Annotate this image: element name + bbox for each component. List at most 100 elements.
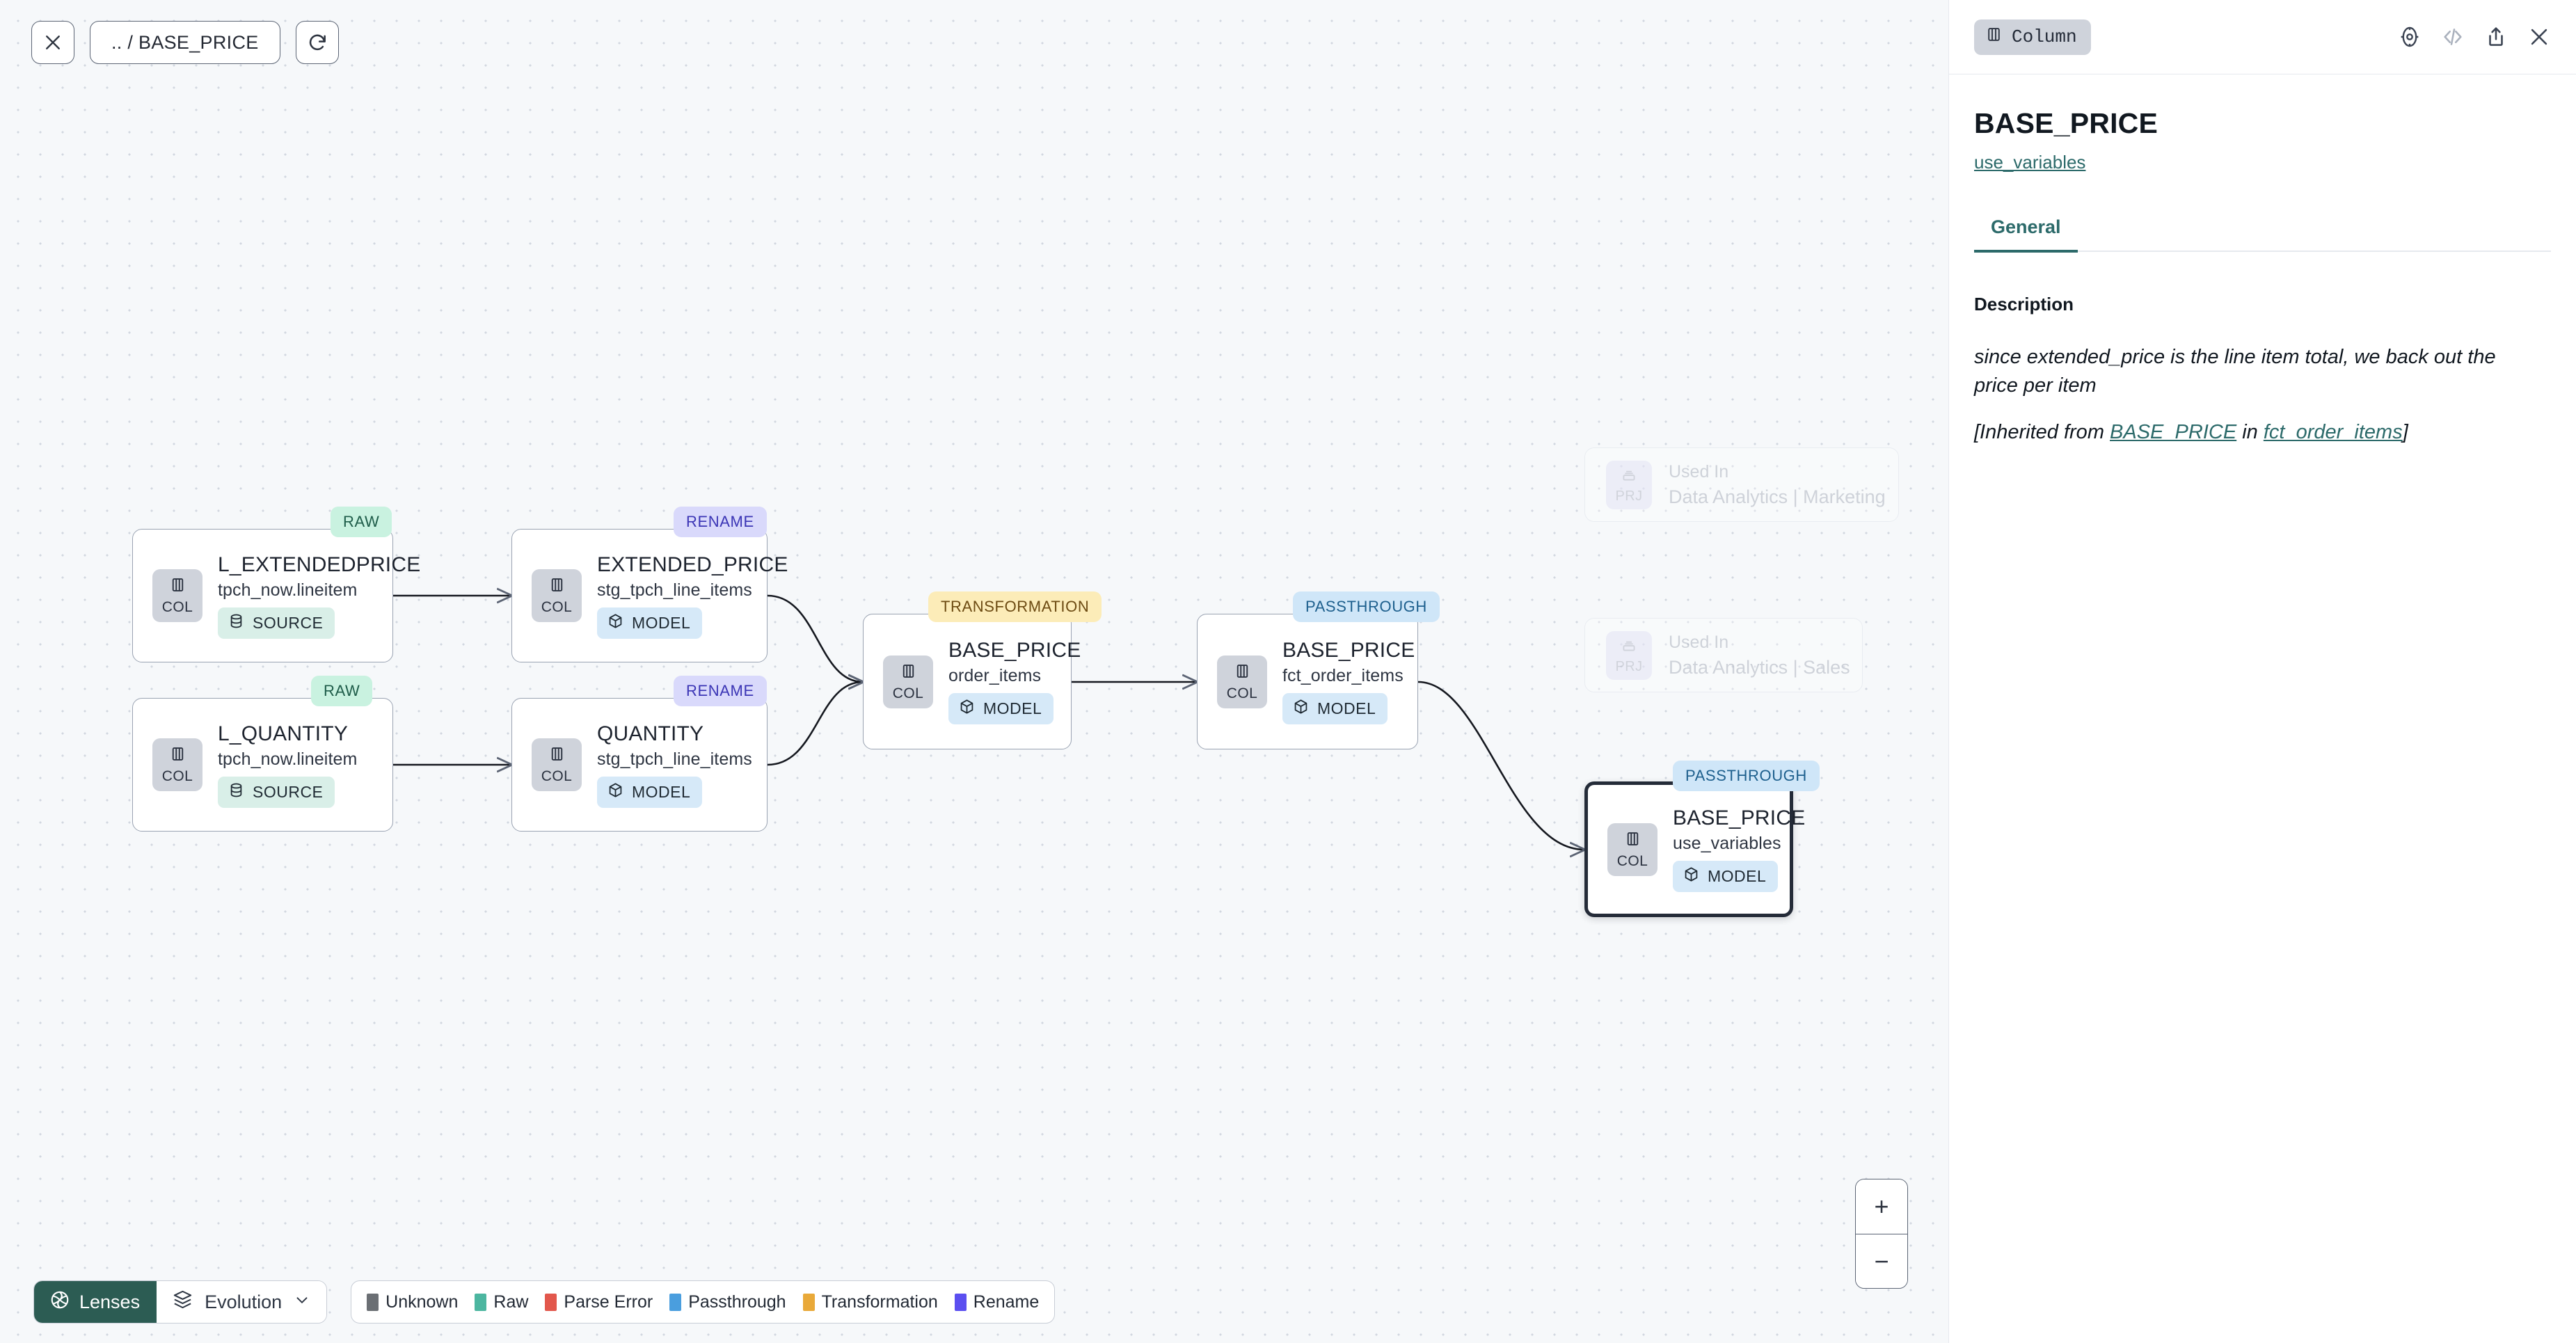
legend-swatch — [367, 1293, 379, 1311]
lens-badge-fct_order_items: PASSTHROUGH — [1293, 591, 1440, 622]
columns-icon — [1623, 829, 1642, 852]
project-chip-label: PRJ — [1615, 488, 1643, 504]
used-in-label: Used In — [1669, 461, 1729, 482]
lens-legend: Unknown Raw Parse Error Passthrough Transfor… — [351, 1280, 1056, 1324]
legend-item-transformation[interactable]: Transformation — [802, 1292, 938, 1312]
layers-icon — [172, 1289, 193, 1315]
node-kind-badge: SOURCE — [218, 607, 335, 639]
column-chip: COL — [883, 655, 933, 708]
share-icon[interactable] — [2484, 25, 2508, 49]
explore-icon[interactable] — [2398, 25, 2422, 49]
node-name: BASE_PRICE — [1282, 639, 1415, 662]
panel-tabs: General — [1974, 216, 2551, 253]
column-chip-label: COL — [1226, 685, 1258, 701]
database-icon — [228, 612, 245, 634]
node-kind-badge: MODEL — [1282, 693, 1388, 724]
legend-item-unknown[interactable]: Unknown — [367, 1292, 458, 1312]
node-kind-label: SOURCE — [253, 613, 324, 632]
zoom-controls: + − — [1855, 1179, 1908, 1289]
columns-icon — [1233, 662, 1252, 684]
node-kind-label: SOURCE — [253, 782, 324, 801]
canvas-toolbar: .. / BASE_PRICE — [31, 21, 339, 64]
node-source: stg_tpch_line_items — [597, 580, 752, 600]
refresh-button[interactable] — [295, 21, 339, 64]
node-source: tpch_now.lineitem — [218, 580, 358, 600]
cube-icon — [1292, 698, 1310, 720]
node-kind-badge: MODEL — [597, 607, 703, 639]
columns-icon — [899, 662, 918, 684]
column-chip-label: COL — [541, 599, 573, 615]
close-panel-icon[interactable] — [2527, 25, 2551, 49]
node-source: order_items — [948, 666, 1042, 685]
columns-icon — [168, 575, 187, 598]
cube-icon — [1683, 866, 1700, 887]
legend-item-raw[interactable]: Raw — [475, 1292, 528, 1312]
legend-label: Passthrough — [688, 1292, 786, 1312]
details-panel: Column BASE_PRICE use_variables Gener — [1948, 0, 2576, 1343]
project-chip: PRJ — [1606, 460, 1652, 509]
node-kind-label: MODEL — [983, 699, 1042, 717]
project-chip-label: PRJ — [1615, 658, 1643, 674]
column-chip: COL — [152, 569, 202, 622]
close-icon — [42, 32, 63, 53]
column-chip: COL — [1217, 655, 1267, 708]
tab-general[interactable]: General — [1974, 216, 2078, 253]
node-name: L_EXTENDEDPRICE — [218, 553, 421, 576]
evolution-label: Evolution — [205, 1291, 283, 1312]
used-in-value: Data Analytics | Marketing — [1669, 486, 1886, 507]
legend-item-passthrough[interactable]: Passthrough — [669, 1292, 786, 1312]
column-chip-label: COL — [541, 768, 573, 784]
evolution-dropdown[interactable]: Evolution — [157, 1281, 327, 1323]
node-kind-badge: MODEL — [948, 693, 1054, 724]
chevron-down-icon — [293, 1291, 311, 1314]
legend-label: Parse Error — [564, 1292, 653, 1312]
code-icon[interactable] — [2441, 25, 2465, 49]
column-chip: COL — [532, 738, 582, 791]
lenses-button[interactable]: Lenses — [34, 1281, 157, 1323]
columns-icon — [548, 745, 566, 767]
lens-badge-use_variables: PASSTHROUGH — [1673, 761, 1820, 791]
zoom-in-button[interactable]: + — [1856, 1179, 1907, 1234]
node-kind-label: MODEL — [632, 782, 691, 801]
inherited-suffix: ] — [2402, 421, 2408, 444]
inherited-note: [Inherited from BASE_PRICE in fct_order_… — [1974, 418, 2539, 447]
inherited-model-link[interactable]: fct_order_items — [2263, 421, 2403, 444]
used-in-card-marketing[interactable]: PRJ Used In Data Analytics | Marketing — [1584, 447, 1899, 522]
inherited-column-link[interactable]: BASE_PRICE — [2110, 421, 2237, 444]
entity-type-label: Column — [2012, 26, 2077, 47]
node-source: use_variables — [1673, 834, 1781, 853]
panel-actions — [2398, 25, 2551, 49]
description-body: since extended_price is the line item to… — [1974, 343, 2539, 447]
project-chip: PRJ — [1606, 630, 1652, 680]
breadcrumb[interactable]: .. / BASE_PRICE — [90, 21, 280, 64]
legend-swatch — [475, 1293, 487, 1311]
legend-item-parse-error[interactable]: Parse Error — [545, 1292, 653, 1312]
legend-item-rename[interactable]: Rename — [954, 1292, 1039, 1312]
node-name: QUANTITY — [597, 722, 704, 745]
entity-type-chip[interactable]: Column — [1974, 19, 2091, 55]
aperture-icon — [49, 1289, 70, 1315]
project-icon — [1620, 636, 1638, 658]
column-chip: COL — [152, 738, 202, 791]
columns-icon — [548, 575, 566, 598]
node-name: EXTENDED_PRICE — [597, 553, 788, 576]
legend-label: Raw — [493, 1292, 529, 1312]
parent-model-link[interactable]: use_variables — [1974, 152, 2086, 173]
node-source: stg_tpch_line_items — [597, 749, 752, 769]
columns-icon — [1985, 26, 2003, 49]
node-kind-label: MODEL — [1708, 867, 1767, 885]
zoom-out-button[interactable]: − — [1856, 1234, 1907, 1288]
column-chip: COL — [532, 569, 582, 622]
lineage-canvas[interactable]: .. / BASE_PRICE — [0, 0, 1948, 1343]
close-graph-button[interactable] — [31, 21, 74, 64]
node-kind-label: MODEL — [632, 613, 691, 632]
node-kind-label: MODEL — [1317, 699, 1376, 717]
